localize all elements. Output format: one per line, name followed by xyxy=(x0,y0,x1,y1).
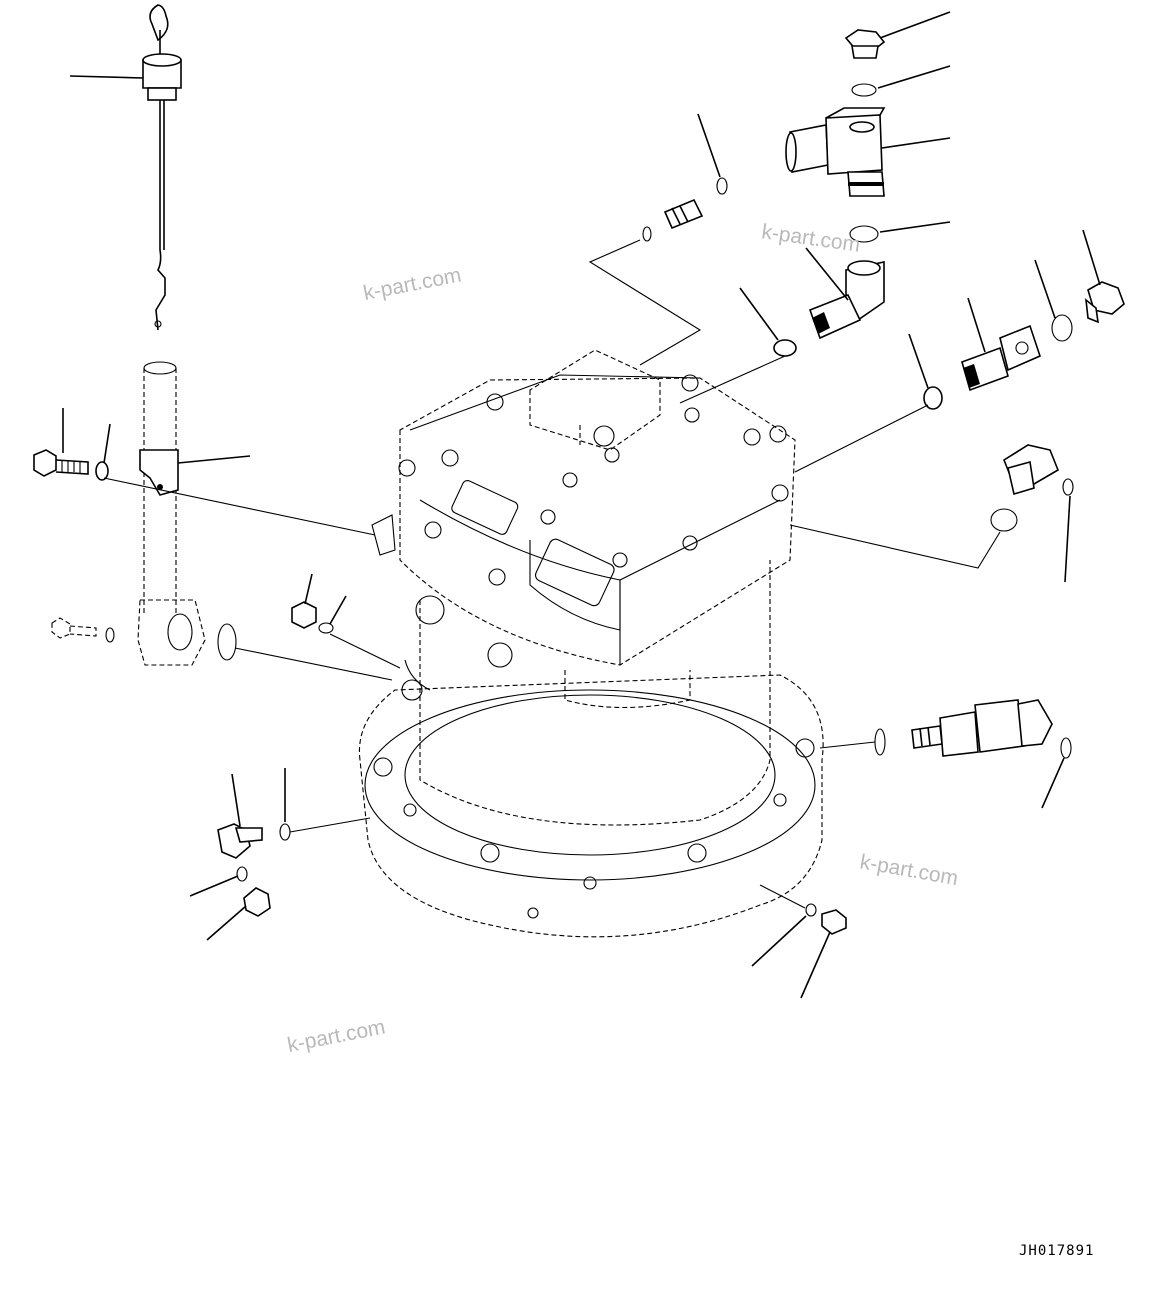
top-right-fittings xyxy=(642,29,1125,532)
pipe-clamp xyxy=(139,449,179,496)
drain-plug xyxy=(821,909,847,935)
lower-left-fittings xyxy=(217,601,847,935)
leader-lines xyxy=(62,11,1101,999)
pressure-sensor xyxy=(874,699,1072,759)
clamp-bolt xyxy=(33,449,57,477)
flange-bolts xyxy=(373,738,815,919)
small-plug xyxy=(243,887,271,917)
drawing-code: JH017891 xyxy=(1019,1243,1095,1259)
clamp-washer xyxy=(95,461,109,481)
head-bolts xyxy=(398,374,789,586)
dipstick-assembly xyxy=(33,4,237,666)
swing-motor-body xyxy=(358,349,824,938)
